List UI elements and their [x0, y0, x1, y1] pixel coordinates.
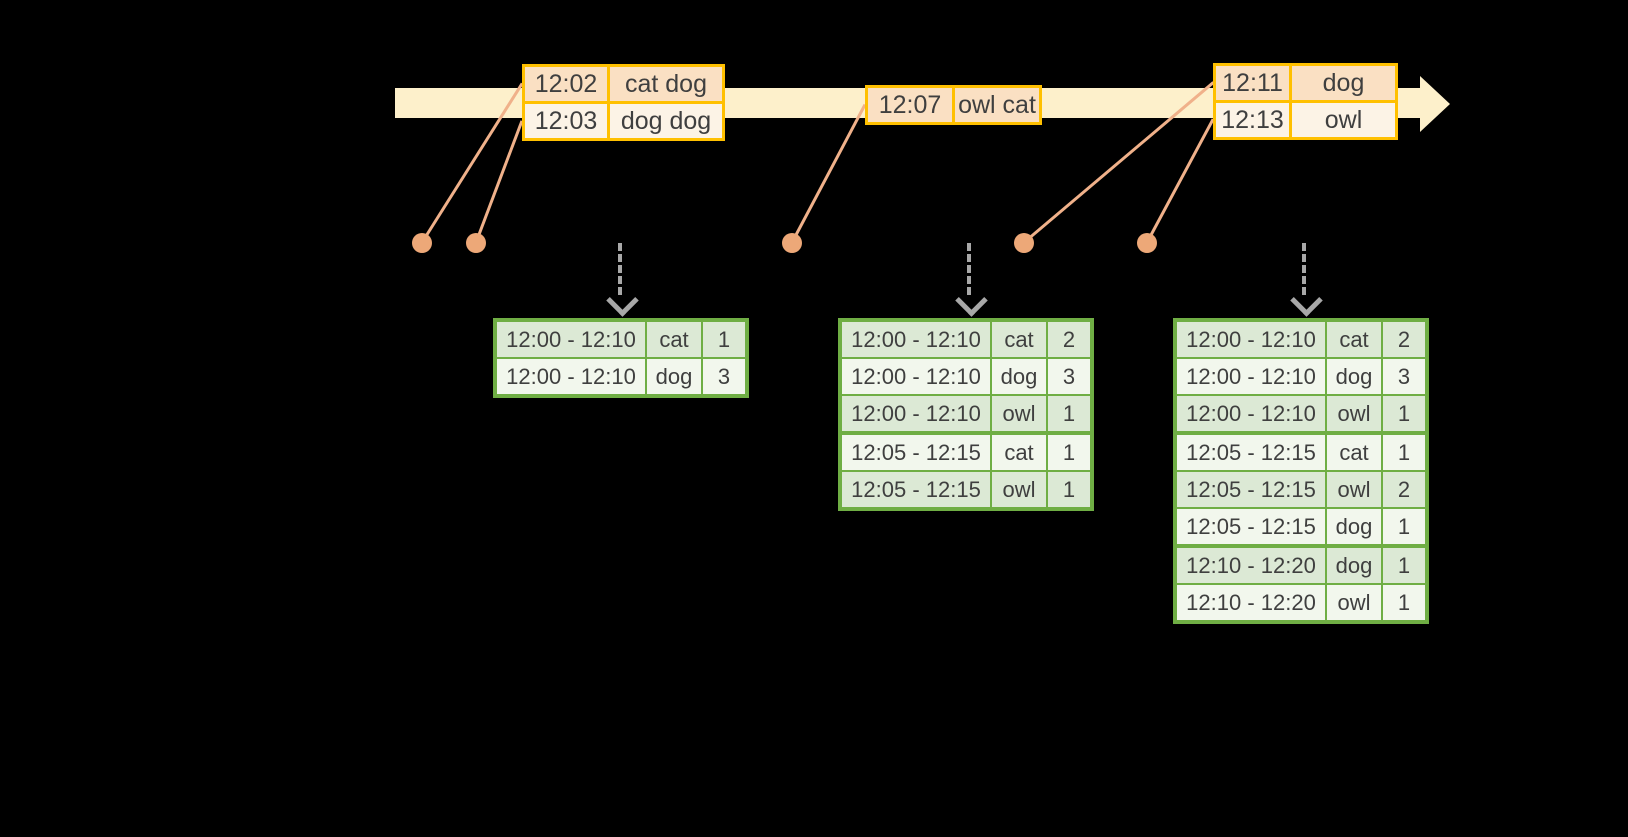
words-cell: owl [1289, 103, 1395, 137]
words-cell: owl cat [952, 88, 1039, 122]
count-cell: 1 [1046, 396, 1090, 431]
count-cell: 3 [1381, 359, 1425, 394]
window-cell: 12:00 - 12:10 [851, 363, 981, 389]
trigger-dashed-arrow-icon [1290, 243, 1323, 317]
count-cell: 1 [1381, 509, 1425, 544]
dashed-line [618, 243, 622, 295]
count-cell: 1 [1381, 585, 1425, 620]
dashed-line [1302, 243, 1306, 295]
event-dot [782, 233, 802, 253]
dashed-line [967, 243, 971, 295]
word-cell: owl [1325, 472, 1381, 507]
window-cell: 12:00 - 12:10 [851, 400, 981, 426]
word-cell: dog [1325, 509, 1381, 544]
count-cell: 1 [1046, 472, 1090, 507]
count-cell: 1 [701, 322, 745, 357]
connector-line [790, 103, 867, 244]
time-cell: 12:07 [878, 90, 942, 119]
count-cell: 1 [1381, 548, 1425, 583]
word-cell: cat [990, 322, 1046, 357]
arrowhead-icon [606, 284, 639, 317]
count-cell: 2 [1381, 472, 1425, 507]
event-dot [466, 233, 486, 253]
event-table-1: 12:02 cat dog 12:03 dog dog [522, 64, 725, 141]
word-cell: owl [1325, 585, 1381, 620]
window-cell: 12:10 - 12:20 [1186, 552, 1316, 578]
window-cell: 12:00 - 12:10 [1186, 400, 1316, 426]
word-cell: cat [1325, 322, 1381, 357]
count-cell: 2 [1046, 322, 1090, 357]
window-cell: 12:00 - 12:10 [506, 363, 636, 389]
word-cell: owl [1325, 396, 1381, 431]
window-cell: 12:00 - 12:10 [851, 326, 981, 352]
time-cell: 12:03 [534, 106, 598, 135]
event-dot [1137, 233, 1157, 253]
arrowhead-icon [955, 284, 988, 317]
count-cell: 1 [1381, 396, 1425, 431]
event-dot [1014, 233, 1034, 253]
count-cell: 3 [1046, 359, 1090, 394]
table-row: 12:02 cat dog [525, 67, 722, 101]
window-cell: 12:05 - 12:15 [1186, 439, 1316, 465]
table-row: 12:07 owl cat [868, 88, 1039, 122]
window-cell: 12:00 - 12:10 [1186, 326, 1316, 352]
window-cell: 12:00 - 12:10 [506, 326, 636, 352]
word-cell: dog [1325, 359, 1381, 394]
time-cell: 12:11 [1222, 68, 1283, 97]
window-cell: 12:05 - 12:15 [1186, 513, 1316, 539]
event-dot [412, 233, 432, 253]
trigger-dashed-arrow-icon [606, 243, 639, 317]
timeline-arrowhead-icon [1420, 76, 1450, 132]
count-cell: 1 [1381, 435, 1425, 470]
word-cell: owl [990, 396, 1046, 431]
word-cell: cat [1325, 435, 1381, 470]
count-cell: 1 [1046, 435, 1090, 470]
word-cell: cat [645, 322, 701, 357]
time-cell: 12:02 [534, 69, 598, 98]
window-cell: 12:05 - 12:15 [1186, 476, 1316, 502]
arrowhead-icon [1290, 284, 1323, 317]
window-cell: 12:05 - 12:15 [851, 439, 981, 465]
window-cell: 12:05 - 12:15 [851, 476, 981, 502]
word-cell: owl [990, 472, 1046, 507]
words-cell: dog [1289, 66, 1395, 100]
words-cell: cat dog [607, 67, 722, 101]
count-cell: 2 [1381, 322, 1425, 357]
event-table-2: 12:07 owl cat [865, 85, 1042, 125]
window-cell: 12:00 - 12:10 [1186, 363, 1316, 389]
word-cell: dog [1325, 548, 1381, 583]
time-cell: 12:13 [1221, 105, 1284, 134]
table-row: 12:03 dog dog [525, 101, 722, 138]
word-cell: cat [990, 435, 1046, 470]
word-cell: dog [645, 359, 701, 394]
words-cell: dog dog [607, 104, 722, 138]
trigger-dashed-arrow-icon [955, 243, 988, 317]
connector-line [1145, 118, 1215, 244]
word-cell: dog [990, 359, 1046, 394]
window-cell: 12:10 - 12:20 [1186, 589, 1316, 615]
count-cell: 3 [701, 359, 745, 394]
connector-line [474, 120, 524, 244]
